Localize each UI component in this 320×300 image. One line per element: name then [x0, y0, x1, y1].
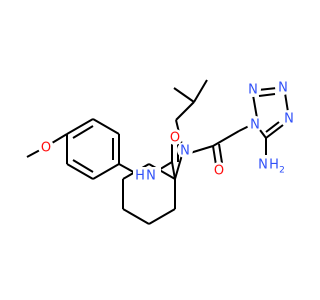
bond-isobutyl-2: [175, 101, 195, 121]
amide-nh-n-label: N: [146, 169, 156, 184]
bond-aryl-2: [92, 118, 120, 135]
atom-label-layer: O H N O N O N N: [38, 79, 297, 184]
bond-aryl-1: [66, 118, 94, 135]
amide-oxygen: O: [167, 129, 183, 146]
bond-aryl-double-1: [72, 125, 94, 139]
bond-aryl-5: [66, 163, 94, 180]
bond-acetyl-o-1: [212, 145, 217, 166]
amide-oxygen-label: O: [170, 131, 180, 146]
acetyl-oxygen-label: O: [214, 164, 224, 179]
amide-nh-h-label: H: [135, 169, 145, 184]
bond-tetrazole-1: [252, 94, 258, 119]
bond-carbonyl-quat: [171, 161, 176, 180]
bond-cyclohex-3: [122, 208, 150, 225]
tetrazole-n1: N: [247, 116, 263, 133]
molecule-structure: O H N O N O N N: [26, 79, 297, 225]
bond-methyl-o: [26, 149, 41, 158]
bond-acetyl-o-2: [218, 143, 223, 164]
tertiary-nitrogen: N: [177, 142, 193, 159]
acetyl-oxygen: O: [211, 162, 227, 179]
tertiary-nitrogen-label: N: [180, 144, 190, 159]
bond-aryl-double-3: [72, 159, 94, 173]
bond-layer: [26, 79, 289, 225]
bond-cyclohex-2: [148, 208, 176, 225]
tetrazole-n2-label: N: [248, 83, 258, 98]
amine-n-label: N: [258, 158, 268, 173]
tetrazole-n4: N: [281, 110, 297, 127]
methoxy-oxygen: O: [38, 139, 54, 156]
amide-nh: H N: [133, 167, 161, 184]
bond-tetrazole-2: [257, 87, 278, 91]
amine-h-label: H: [269, 158, 279, 173]
bond-quat-n: [174, 154, 183, 180]
bond-aryl-4: [92, 163, 120, 180]
amine-nh2: N H 2: [258, 155, 288, 176]
bond-o-aryl: [51, 133, 68, 144]
bond-n-acetyl: [189, 145, 214, 154]
methoxy-oxygen-label: O: [41, 141, 51, 156]
bond-acetyl-ch2: [212, 130, 240, 147]
tetrazole-n3: N: [275, 79, 291, 96]
tetrazole-n1-label: N: [250, 118, 260, 133]
bond-tetrazole-double-1: [258, 93, 276, 97]
bond-tetrazole-5: [259, 129, 267, 139]
bond-isobutyl-4: [193, 79, 208, 103]
tetrazole-n4-label: N: [284, 112, 294, 127]
tetrazole-n3-label: N: [278, 81, 288, 96]
tetrazole-n2: N: [245, 81, 261, 98]
bond-cyclohex-6: [148, 163, 176, 180]
bond-tetrazole-3: [284, 92, 289, 113]
bond-tetrazole-double-2: [265, 121, 280, 133]
bond-isobutyl-3: [173, 87, 195, 103]
amine-h-subscript: 2: [279, 166, 285, 176]
bond-tetrazole-4: [265, 124, 284, 139]
